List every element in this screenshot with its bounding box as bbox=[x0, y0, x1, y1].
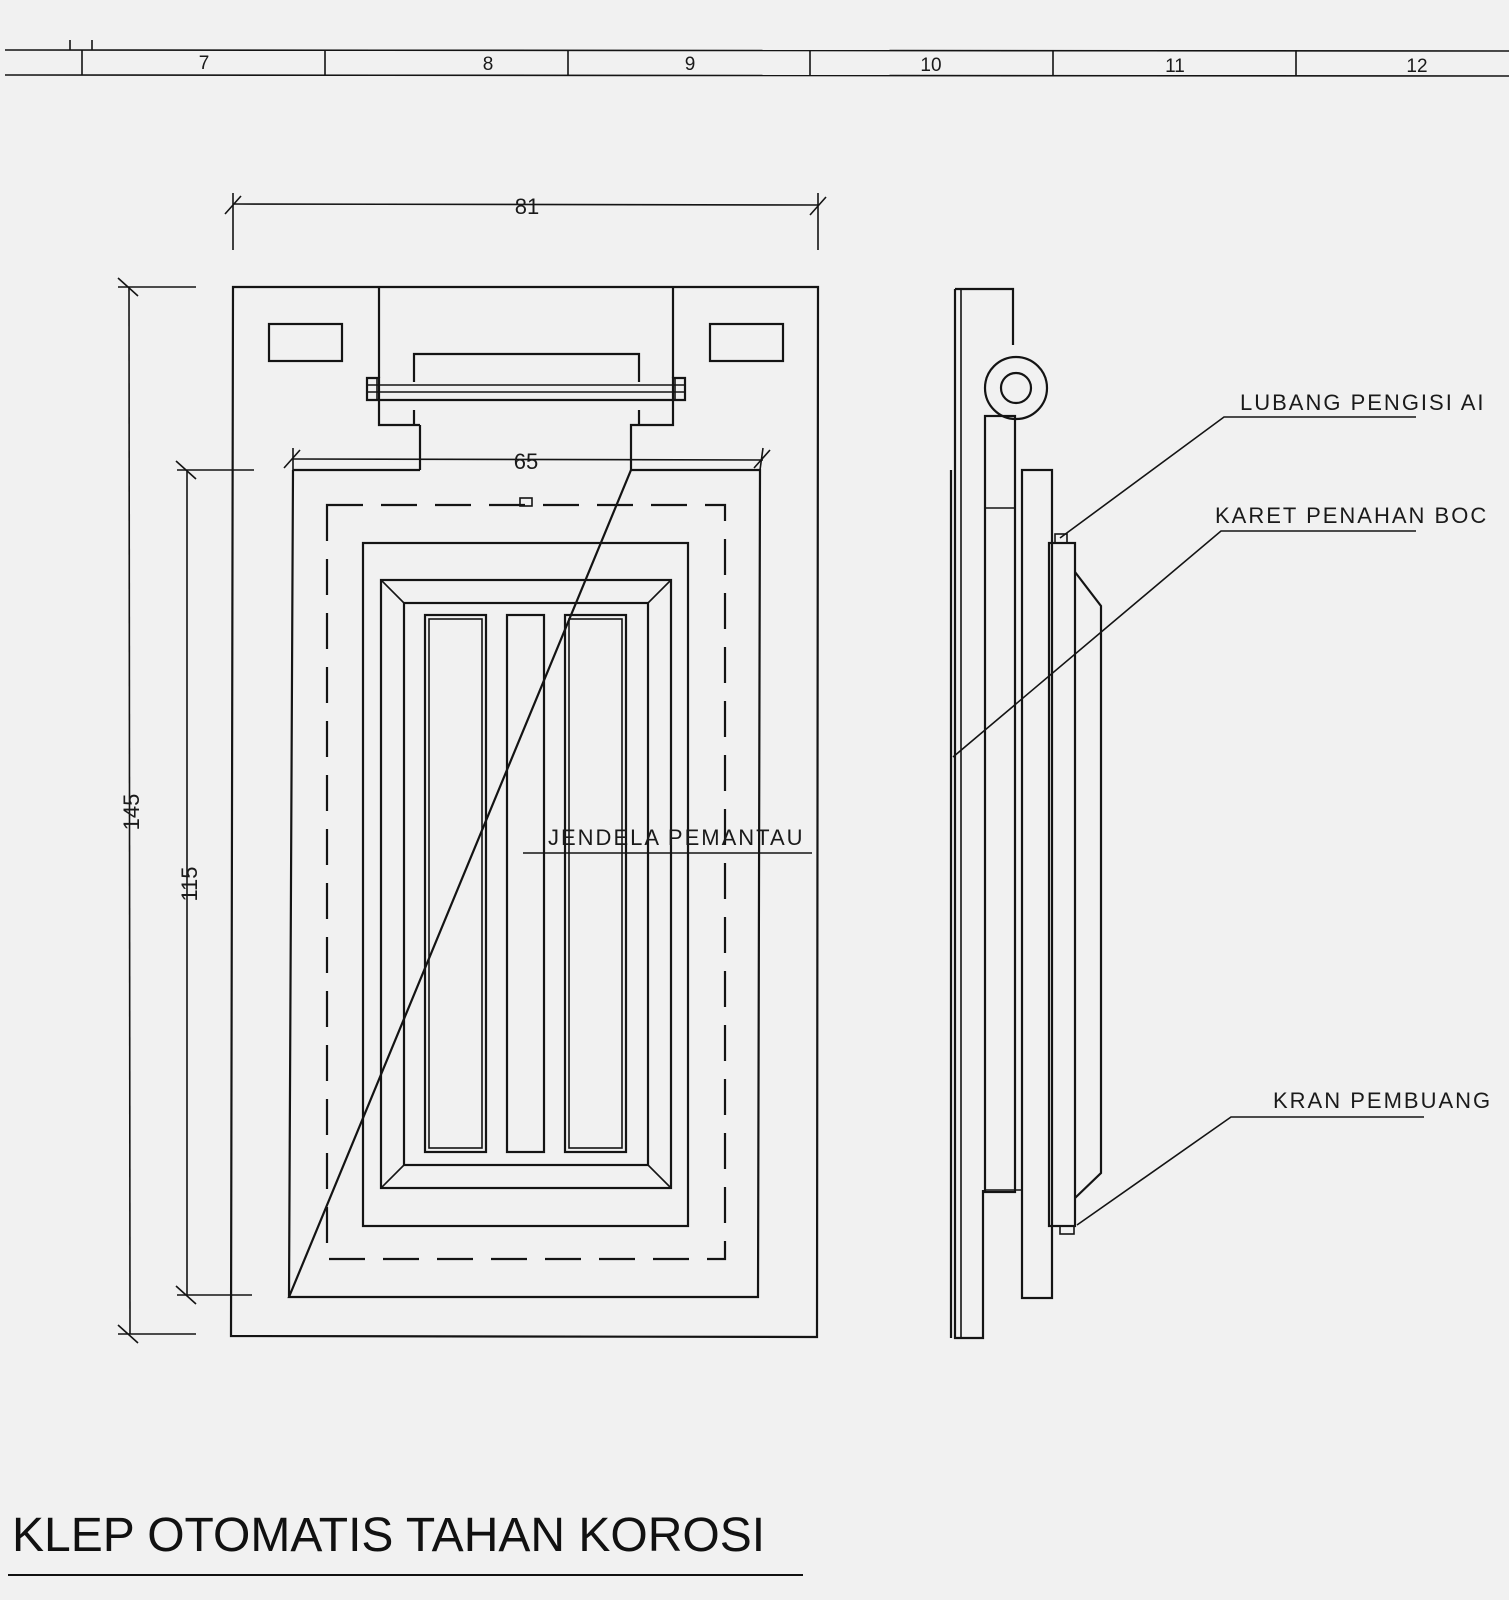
callout-filler: LUBANG PENGISI AI bbox=[1240, 390, 1486, 415]
ruler-zone-12: 12 bbox=[1406, 56, 1427, 77]
ruler-zone-8: 8 bbox=[483, 54, 494, 75]
drawing-title: KLEP OTOMATIS TAHAN KOROSI bbox=[12, 1509, 766, 1562]
dim-inner-width: 65 bbox=[514, 449, 538, 474]
hinge-bracket bbox=[365, 287, 687, 470]
dim-inner-height: 115 bbox=[177, 866, 202, 901]
dim-overall-width: 81 bbox=[515, 194, 539, 219]
dimension-lines: 81 65 145 115 bbox=[117, 193, 827, 1344]
side-view: LUBANG PENGISI AI KARET PENAHAN BOC KRAN… bbox=[949, 287, 1492, 1340]
callout-seal: KARET PENAHAN BOC bbox=[1215, 503, 1488, 528]
mounting-slot-left bbox=[267, 322, 344, 363]
title-underline bbox=[8, 1574, 803, 1576]
window-pane-center bbox=[505, 613, 546, 1154]
zone-ruler: 7 8 9 10 11 12 bbox=[4, 40, 1509, 77]
window-pane-left bbox=[423, 613, 488, 1154]
mounting-slot-right bbox=[708, 322, 785, 363]
ruler-zone-9: 9 bbox=[685, 54, 696, 75]
ruler-zone-11: 11 bbox=[1165, 56, 1185, 77]
front-view: JENDELA PEMANTAU bbox=[229, 285, 820, 1339]
dim-overall-height: 145 bbox=[119, 794, 144, 831]
window-pane-right bbox=[563, 613, 628, 1154]
ruler-zone-7: 7 bbox=[199, 53, 210, 74]
callout-drain: KRAN PEMBUANG bbox=[1273, 1088, 1492, 1113]
window-frame bbox=[361, 541, 690, 1228]
ruler-zone-10: 10 bbox=[920, 55, 941, 76]
hinge-knuckle bbox=[983, 355, 1049, 421]
callout-window: JENDELA PEMANTAU bbox=[548, 825, 805, 850]
gasket-outline bbox=[325, 503, 727, 1261]
